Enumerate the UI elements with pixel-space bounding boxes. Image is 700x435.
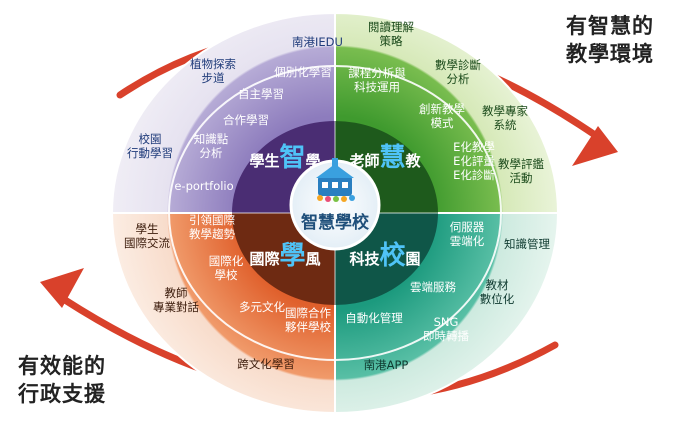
caption-bottom-left-line-1: 有效能的 <box>18 354 106 378</box>
caption-bottom-left-line-2: 行政支援 <box>18 382 106 406</box>
title-top-left: 學生智學 <box>249 143 320 173</box>
bottom-left-outer-item-2: 跨文化學習 <box>237 357 295 371</box>
top-left-middle-item-3: 知識點分析 <box>194 132 229 160</box>
bottom-left-middle-item-2: 多元文化 <box>239 300 285 314</box>
caption-bottom-left: 有效能的 行政支援 <box>18 352 106 408</box>
title-bottom-right: 科技校園 <box>349 240 420 271</box>
bottom-right-middle-item-0: 伺服器雲端化 <box>450 220 485 248</box>
middle-ring-border <box>168 65 502 361</box>
arrow-head-left <box>40 268 84 308</box>
bottom-right-middle-item-2: 自動化管理 <box>345 311 403 325</box>
top-right-middle-item-0: 課程分析與科技運用 <box>348 66 406 94</box>
center-badge: 智慧學校 <box>289 158 381 251</box>
top-right-outer-item-2: 教學專家系統 <box>482 104 528 132</box>
top-right-outer-item-0: 閱讀理解策略 <box>368 20 414 48</box>
bottom-left-middle-item-1: 國際化學校 <box>209 254 244 282</box>
top-left-outer-item-0: 南港IEDU <box>292 35 343 49</box>
bottom-left-outer-item-1: 教師專業對話 <box>153 286 199 314</box>
title-bottom-left: 國際學風 <box>249 241 320 271</box>
arrow-head-right <box>572 126 618 166</box>
bottom-right-middle-item-1: 雲端服務 <box>410 280 456 294</box>
bottom-right-outer-item-0: 知識管理 <box>504 237 550 251</box>
bottom-left-middle-item-3: 國際合作夥伴學校 <box>285 306 331 334</box>
center-title: 智慧學校 <box>301 212 370 233</box>
caption-top-right: 有智慧的 教學環境 <box>566 12 654 68</box>
bottom-right-outer-item-1: 教材數位化 <box>480 278 515 306</box>
caption-top-right-line-1: 有智慧的 <box>566 14 654 38</box>
school-building-icon <box>316 158 355 202</box>
top-left-middle-item-4: e-portfolio <box>174 179 233 193</box>
top-right-outer-item-3: 教學評鑑活動 <box>498 157 544 185</box>
top-right-middle-item-1: 創新教學模式 <box>419 102 465 130</box>
top-left-middle-item-1: 自主學習 <box>238 87 284 101</box>
bottom-left-middle-item-0: 引領國際教學趨勢 <box>189 213 235 241</box>
bottom-right-outer-item-2: 南港APP <box>364 358 409 372</box>
top-right-outer-item-1: 數學診斷分析 <box>435 58 481 86</box>
top-left-middle-item-2: 合作學習 <box>223 113 269 127</box>
caption-top-right-line-2: 教學環境 <box>566 42 654 66</box>
top-left-outer-item-1: 植物探索步道 <box>190 57 236 85</box>
title-top-right: 老師慧教 <box>348 143 421 173</box>
top-left-middle-item-0: 個別化學習 <box>274 65 332 79</box>
quadrant-titles: 學生智學 老師慧教 國際學風 科技校園 <box>249 143 421 271</box>
top-left-outer-item-2: 校園行動學習 <box>127 132 173 160</box>
bottom-left-outer-item-0: 學生國際交流 <box>124 222 170 250</box>
